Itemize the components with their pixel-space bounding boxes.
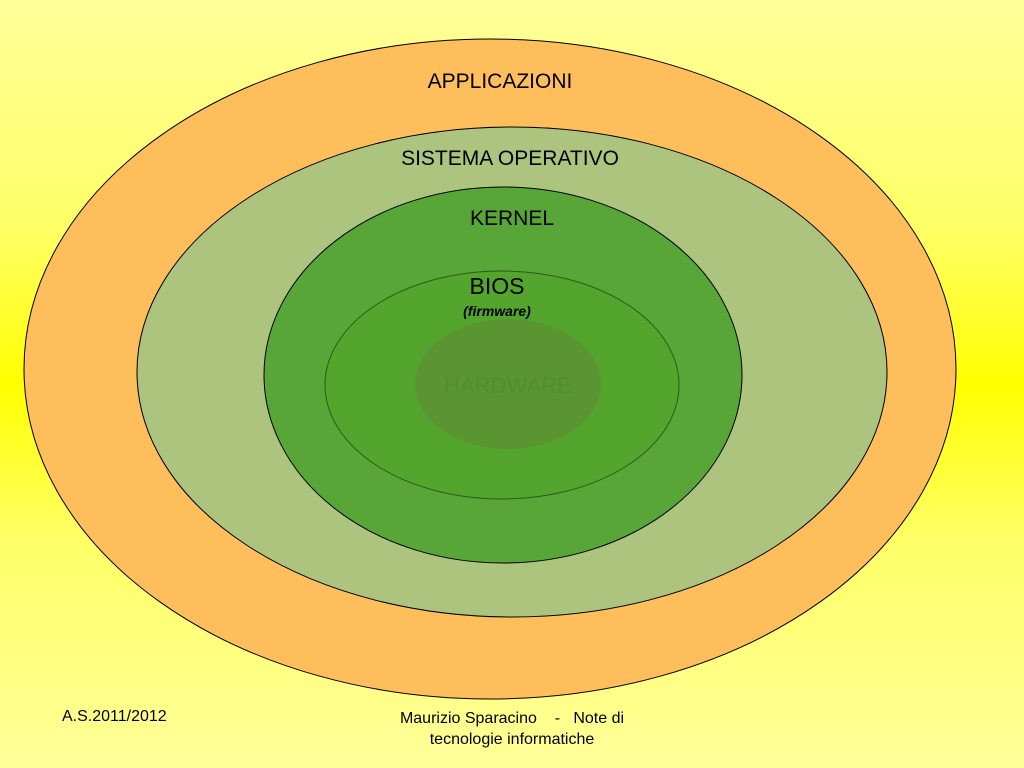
footer-author: Maurizio Sparacino - Note di tecnologie … [352,708,672,750]
layered-diagram: APPLICAZIONI SISTEMA OPERATIVO KERNEL BI… [23,38,957,700]
applicazioni-label: APPLICAZIONI [428,70,573,93]
footer-school-year: A.S.2011/2012 [62,708,167,725]
footer-author-line2: tecnologie informatiche [429,731,595,748]
bios-label: BIOS [470,273,525,299]
bios-sublabel: (firmware) [463,303,531,319]
hardware-label: HARDWARE [444,373,572,398]
kernel-label: KERNEL [470,207,554,230]
footer-author-line1: Maurizio Sparacino - Note di [399,710,625,727]
hardware-core [415,319,601,449]
sistema-operativo-label: SISTEMA OPERATIVO [401,147,619,170]
